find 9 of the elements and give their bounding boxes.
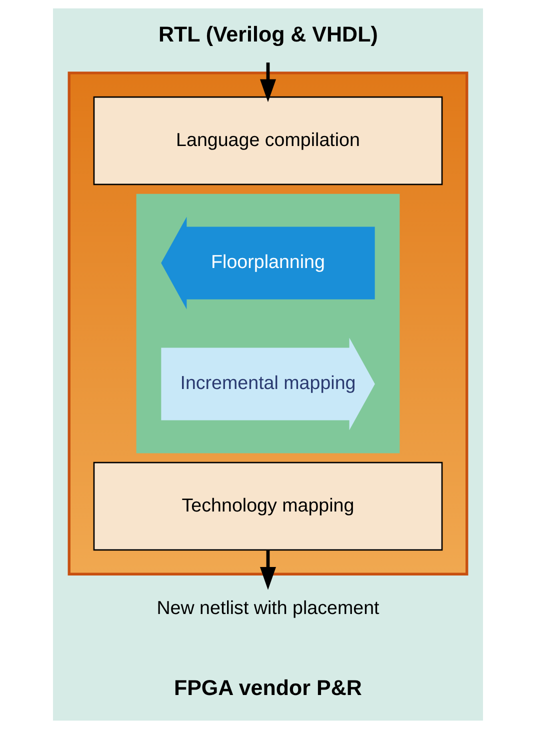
label: FPGA vendor P&R bbox=[173, 676, 362, 700]
arrow bbox=[259, 550, 276, 590]
node-box: Technology mapping bbox=[92, 462, 442, 551]
cluster bbox=[67, 72, 468, 576]
arrow bbox=[259, 62, 276, 102]
node-text: RTL (Verilog & VHDL) bbox=[158, 22, 378, 47]
cluster bbox=[136, 194, 400, 454]
node-text: New netlist with placement bbox=[156, 597, 379, 618]
node-box: Language compilation bbox=[92, 96, 442, 186]
